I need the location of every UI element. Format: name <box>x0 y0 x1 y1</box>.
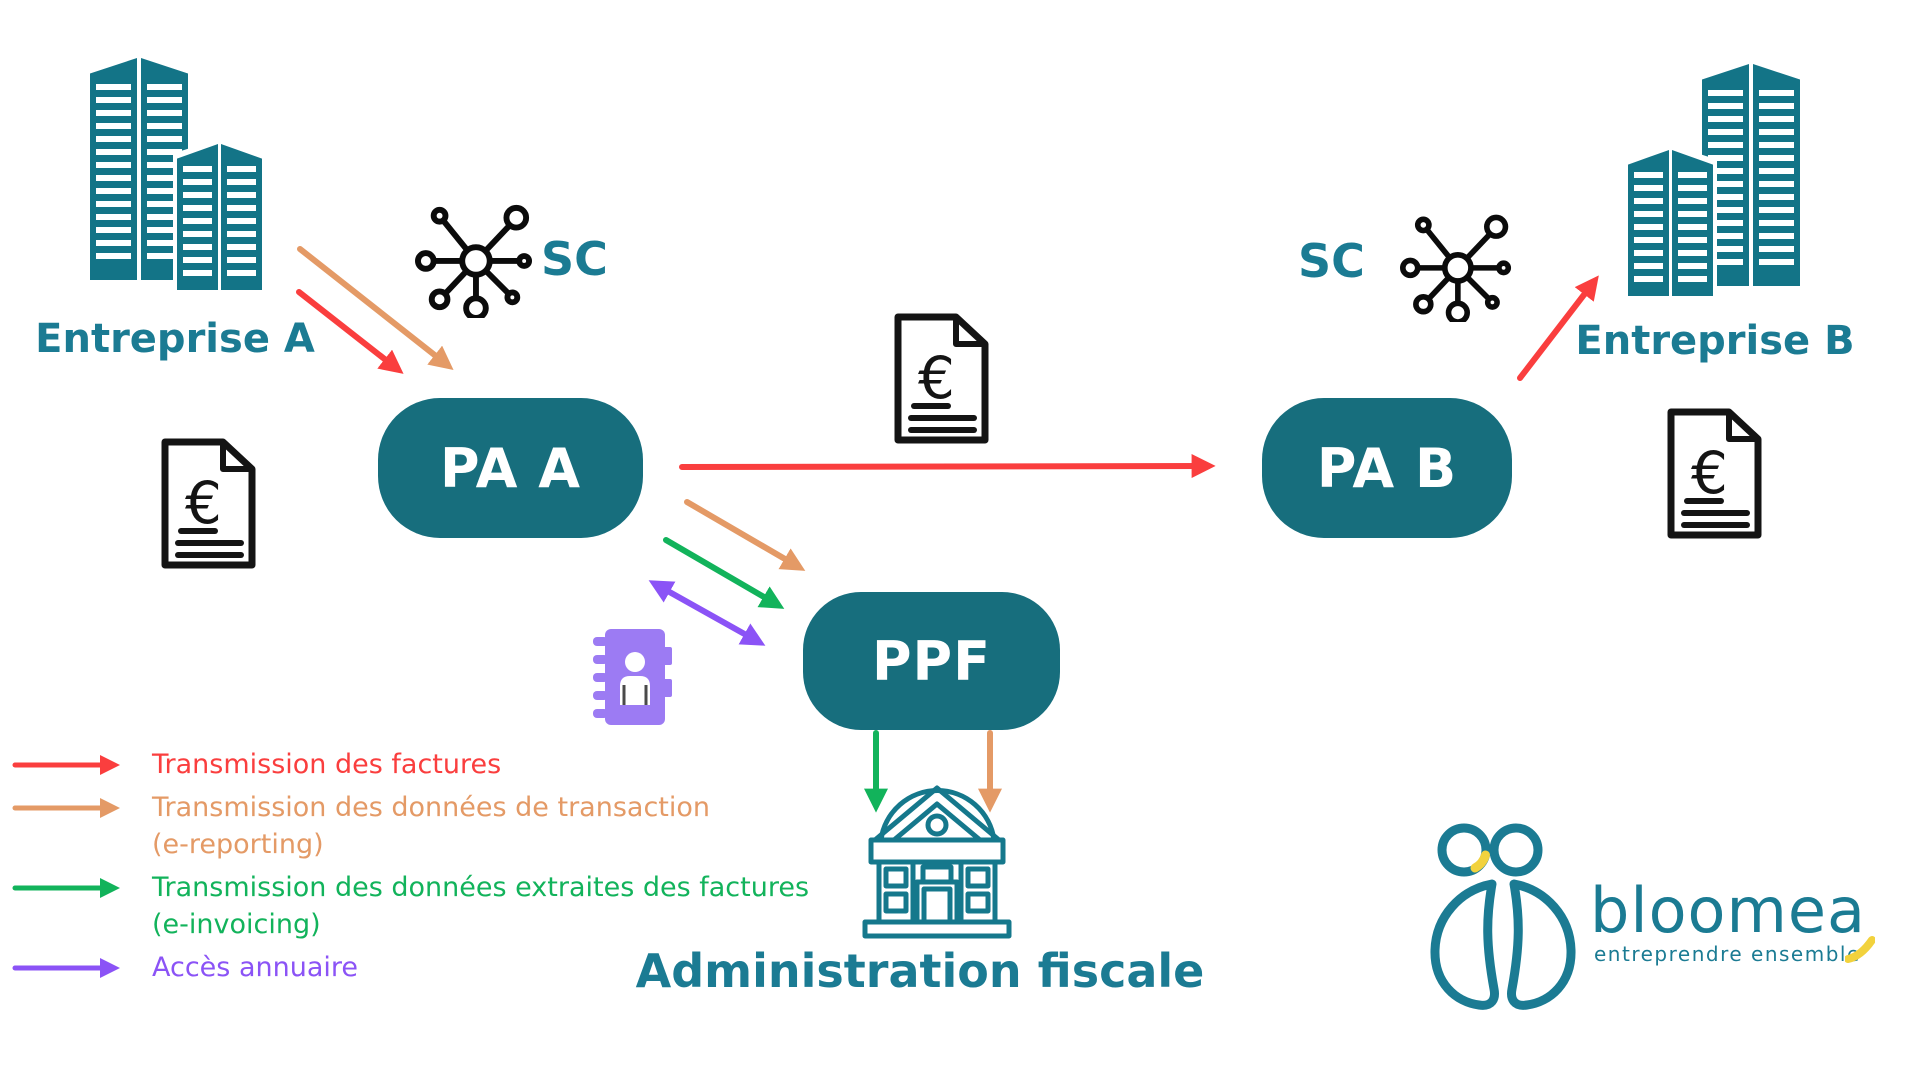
tower <box>221 144 262 290</box>
bloomea-mark-icon <box>1430 823 1576 1010</box>
pa-a-label: PA A <box>439 436 581 500</box>
legend-label-ereporting-2: (e-reporting) <box>152 829 324 860</box>
office-buildings-a-icon <box>90 58 266 293</box>
entreprise-a-label: Entreprise A <box>35 316 315 362</box>
ppf-label: PPF <box>871 629 992 693</box>
bank-building-icon <box>862 785 1012 939</box>
invoice-b-icon: € <box>1667 408 1762 539</box>
arrow-ereporting-entreprisea-to-paa <box>297 246 454 370</box>
arrow-factures-paa-to-pab <box>679 454 1216 479</box>
administration-fiscale-label: Administration fiscale <box>635 944 1205 998</box>
legend-label-einvoicing-2: (e-invoicing) <box>152 909 321 940</box>
entreprise-b-label: Entreprise B <box>1575 318 1855 364</box>
network-hub-b-icon <box>1400 214 1512 322</box>
tower <box>177 144 218 290</box>
pa-a-node: PA A <box>378 398 643 538</box>
legend-label-factures: Transmission des factures <box>152 749 502 780</box>
euro-symbol: € <box>918 344 955 412</box>
arrow-factures-entreprisea-to-paa <box>296 289 404 374</box>
invoice-a-icon: € <box>161 438 256 569</box>
legend-label-ereporting: Transmission des données de transaction <box>152 792 711 823</box>
ppf-node: PPF <box>803 592 1060 730</box>
euro-symbol: € <box>185 469 222 537</box>
arrow-einvoicing-paa-to-ppf <box>663 537 785 609</box>
pa-b-node: PA B <box>1262 398 1512 538</box>
invoice-transit-icon: € <box>894 313 989 444</box>
arrow-ereporting-paa-to-ppf <box>684 499 806 571</box>
logo-wordmark: bloomea <box>1590 874 1866 947</box>
yellow-swoosh-icon <box>1845 936 1875 963</box>
address-book-icon <box>593 629 672 725</box>
network-hub-a-icon <box>415 204 533 318</box>
euro-symbol: € <box>1691 439 1728 507</box>
sc-a-label: SC <box>541 232 608 286</box>
pa-b-label: PA B <box>1316 436 1458 500</box>
yellow-arc-icon <box>1470 850 1490 873</box>
arrow-factures-pab-to-entrepriseb <box>1517 275 1599 381</box>
arrow-acces-annuaire <box>648 580 766 646</box>
legend-label-annuaire: Accès annuaire <box>152 952 358 983</box>
sc-b-label: SC <box>1298 234 1365 288</box>
tower <box>90 58 137 280</box>
legend-label-einvoicing: Transmission des données extraites des f… <box>152 872 810 903</box>
logo-tagline: entreprendre ensemble <box>1594 942 1861 966</box>
